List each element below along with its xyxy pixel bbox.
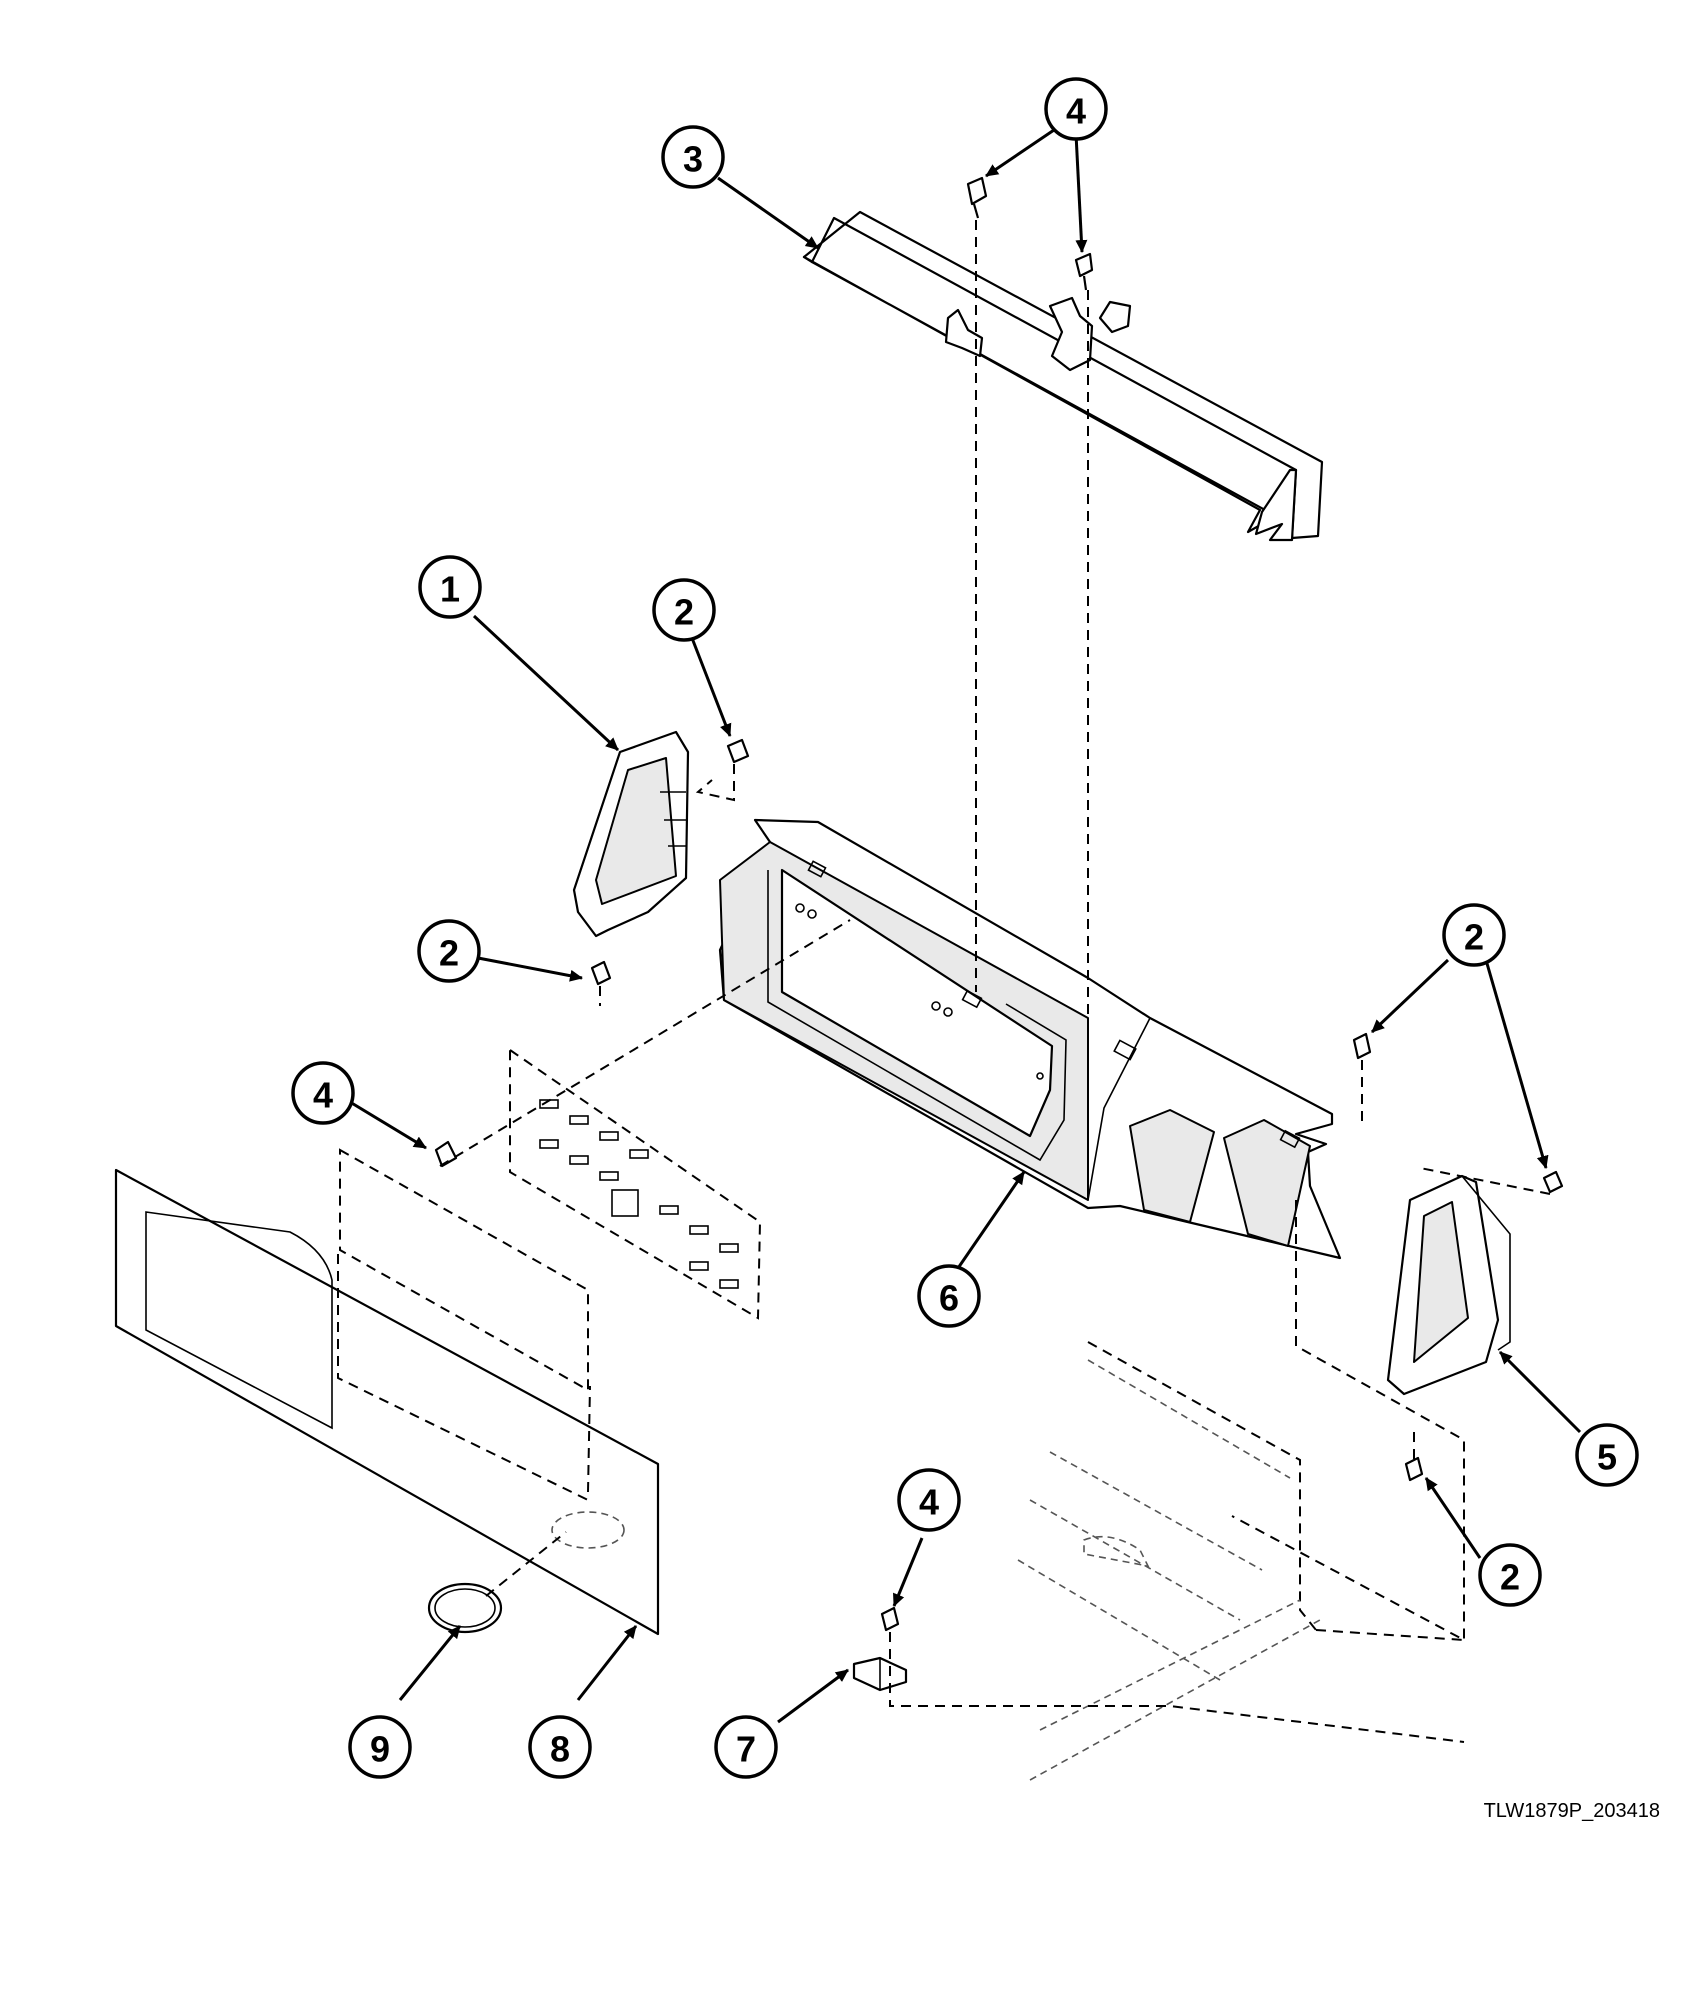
leader-7	[777, 1668, 849, 1724]
console-panel-part	[718, 818, 1342, 1260]
callout-2c-label: 2	[1464, 917, 1484, 958]
callout-9-label: 9	[370, 1729, 390, 1770]
badge-part	[427, 1582, 503, 1634]
leader-2a	[690, 637, 732, 737]
leader-6	[952, 1171, 1026, 1275]
callout-1: 1	[418, 555, 482, 619]
callout-8-label: 8	[550, 1729, 570, 1770]
control-board-outline	[339, 1048, 762, 1392]
leader-2c	[1370, 958, 1450, 1034]
leader-5	[1498, 1350, 1582, 1434]
callout-2-right-top: 2	[1442, 903, 1506, 967]
callout-2-top-left: 2	[652, 578, 716, 642]
leader-8	[576, 1625, 638, 1701]
callout-3: 3	[661, 125, 725, 189]
callout-2a-label: 2	[674, 592, 694, 633]
callout-9: 9	[348, 1715, 412, 1779]
callout-4-bottom: 4	[897, 1468, 961, 1532]
callout-1-label: 1	[440, 569, 460, 610]
leader-3	[717, 176, 819, 250]
callout-2-left: 2	[417, 919, 481, 983]
callout-8: 8	[528, 1715, 592, 1779]
screw-group	[434, 176, 1564, 1632]
callout-4c-label: 4	[919, 1482, 939, 1523]
callout-7: 7	[714, 1715, 778, 1779]
leader-4a	[985, 128, 1055, 178]
callout-6: 6	[917, 1264, 981, 1328]
leader-4d	[892, 1537, 924, 1607]
drawing-reference-code: TLW1879P_203418	[1483, 1800, 1660, 1822]
callout-6-label: 6	[939, 1278, 959, 1319]
callout-4-left: 4	[291, 1061, 355, 1125]
callout-5-label: 5	[1597, 1437, 1617, 1478]
right-end-cap-part	[1386, 1174, 1511, 1396]
callout-2-right-bottom: 2	[1478, 1543, 1542, 1607]
bracket-part	[852, 1656, 908, 1692]
callout-3-label: 3	[683, 139, 703, 180]
assembly-lines	[337, 220, 1551, 1743]
callout-4a-label: 4	[1066, 91, 1086, 132]
callout-2e-label: 2	[1500, 1557, 1520, 1598]
callout-4b-label: 4	[313, 1075, 333, 1116]
leader-2d	[1484, 959, 1549, 1169]
leader-9	[398, 1625, 462, 1701]
cabinet-outline	[1017, 1200, 1465, 1781]
callout-2b-label: 2	[439, 933, 459, 974]
leader-4c	[349, 1100, 427, 1150]
callout-5: 5	[1575, 1423, 1639, 1487]
callout-4-top: 4	[1044, 77, 1108, 141]
top-cover-part	[802, 210, 1324, 542]
left-end-cap-part	[572, 730, 690, 938]
leader-4b	[1074, 133, 1088, 253]
leader-1	[472, 614, 620, 752]
leader-2b	[477, 956, 583, 982]
leader-2e	[1424, 1477, 1482, 1559]
callout-7-label: 7	[736, 1729, 756, 1770]
leader-lines	[349, 128, 1582, 1724]
